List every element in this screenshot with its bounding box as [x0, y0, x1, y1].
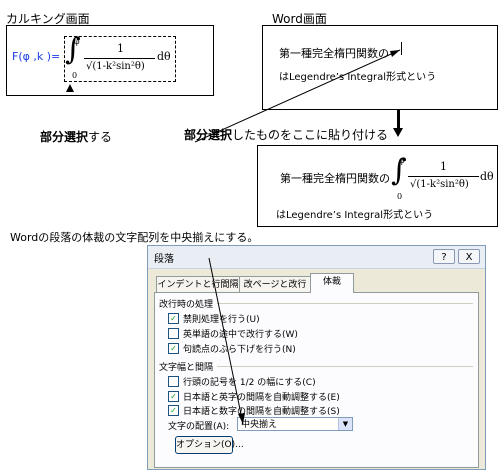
close-button[interactable]: X: [458, 249, 480, 264]
text-cursor: [401, 42, 402, 55]
word-line2: はLegendre’s Integral形式という: [279, 72, 437, 83]
word-caption: Word画面: [272, 12, 327, 26]
result-line2: はLegendre’s Integral形式という: [276, 210, 434, 221]
integral-sign: ∫: [65, 32, 81, 67]
result-integral-lower: 0: [397, 192, 403, 201]
word-result-panel: 第一種完全楕円関数の ∫ φ 0 1 √(1-k²sin²θ) dθ はLege…: [257, 145, 498, 227]
integral-lower: 0: [72, 71, 78, 80]
word-line1: 第一種完全楕円関数の: [279, 47, 389, 60]
checkbox-ja-en-spacing[interactable]: ✓: [168, 391, 179, 402]
word-panel: 第一種完全楕円関数の はLegendre’s Integral形式という: [262, 25, 498, 110]
checkbox-kinsoku[interactable]: ✓: [168, 313, 179, 324]
checkbox-ja-num-spacing[interactable]: ✓: [168, 405, 179, 416]
group-line-break: 改行時の処理: [159, 300, 214, 310]
dialog-title: 段落: [154, 254, 174, 265]
group-divider: [217, 303, 473, 304]
group-char-spacing: 文字幅と間隔: [159, 363, 214, 373]
result-integral-upper: φ: [399, 156, 405, 165]
select-caption: 部分選択する: [40, 130, 113, 144]
options-button[interactable]: オプション(O)...: [175, 436, 244, 454]
calc-caption: カルキング画面: [6, 12, 90, 26]
integral-upper: φ: [74, 37, 80, 46]
result-differential: dθ: [480, 170, 494, 183]
help-button[interactable]: ?: [433, 249, 455, 264]
arrowhead-icon: [238, 413, 245, 424]
align-select-value: 中央揃え: [241, 420, 278, 430]
arrowhead-icon: [390, 50, 400, 57]
option-word-wrap[interactable]: 英単語の途中で改行する(W): [168, 327, 298, 340]
checkbox-half-width[interactable]: [168, 376, 179, 387]
option-hanging-punct[interactable]: ✓句読点のぶら下げを行う(N): [168, 342, 296, 355]
checkbox-word-wrap[interactable]: [168, 328, 179, 339]
arrow-paste-line: [194, 49, 401, 143]
selection-box: [64, 36, 176, 82]
tab-layout[interactable]: 体裁: [310, 273, 354, 293]
result-line1: 第一種完全楕円関数の: [280, 172, 390, 185]
option-half-width[interactable]: 行頭の記号を 1/2 の幅にする(C): [168, 375, 316, 388]
paste-caption: 部分選択したものをここに貼り付ける: [184, 128, 389, 142]
calc-panel: F(φ ,k )= ∫ φ 0 1 √(1-k²sin²θ) dθ: [6, 25, 214, 96]
fraction-numerator: 1: [117, 42, 124, 55]
instruction-text: Wordの段落の体裁の文字配列を中央揃えにする。: [10, 231, 259, 244]
pointer-icon: [66, 84, 74, 92]
checkbox-hanging-punct[interactable]: ✓: [168, 343, 179, 354]
result-denominator: √(1-k²sin²θ): [410, 179, 469, 190]
formula-lhs: F(φ ,k )=: [12, 50, 61, 63]
align-label: 文字の配置(A):: [168, 422, 230, 432]
differential: dθ: [157, 50, 171, 63]
option-ja-num-spacing[interactable]: ✓日本語と数字の間隔を自動調整する(S): [168, 404, 340, 417]
group-divider: [217, 366, 473, 367]
align-select[interactable]: 中央揃え ▼: [237, 417, 353, 431]
option-ja-en-spacing[interactable]: ✓日本語と英字の間隔を自動調整する(E): [168, 390, 340, 403]
result-numerator: 1: [440, 160, 447, 173]
result-integral-sign: ∫: [391, 153, 407, 188]
down-arrow-icon: [397, 110, 400, 130]
arrow-align-line: [208, 257, 244, 425]
dialog-titlebar: 段落 ? X: [148, 246, 485, 269]
result-fraction-line: [408, 176, 479, 177]
down-arrowhead-icon: [393, 128, 403, 137]
fraction-denominator: √(1-k²sin²θ): [86, 61, 145, 72]
paragraph-dialog: 段落 ? X インデントと行間隔 改ページと改行 体裁 改行時の処理 ✓禁則処理…: [147, 245, 486, 470]
chevron-down-icon[interactable]: ▼: [338, 418, 352, 430]
fraction-line: [84, 58, 155, 59]
